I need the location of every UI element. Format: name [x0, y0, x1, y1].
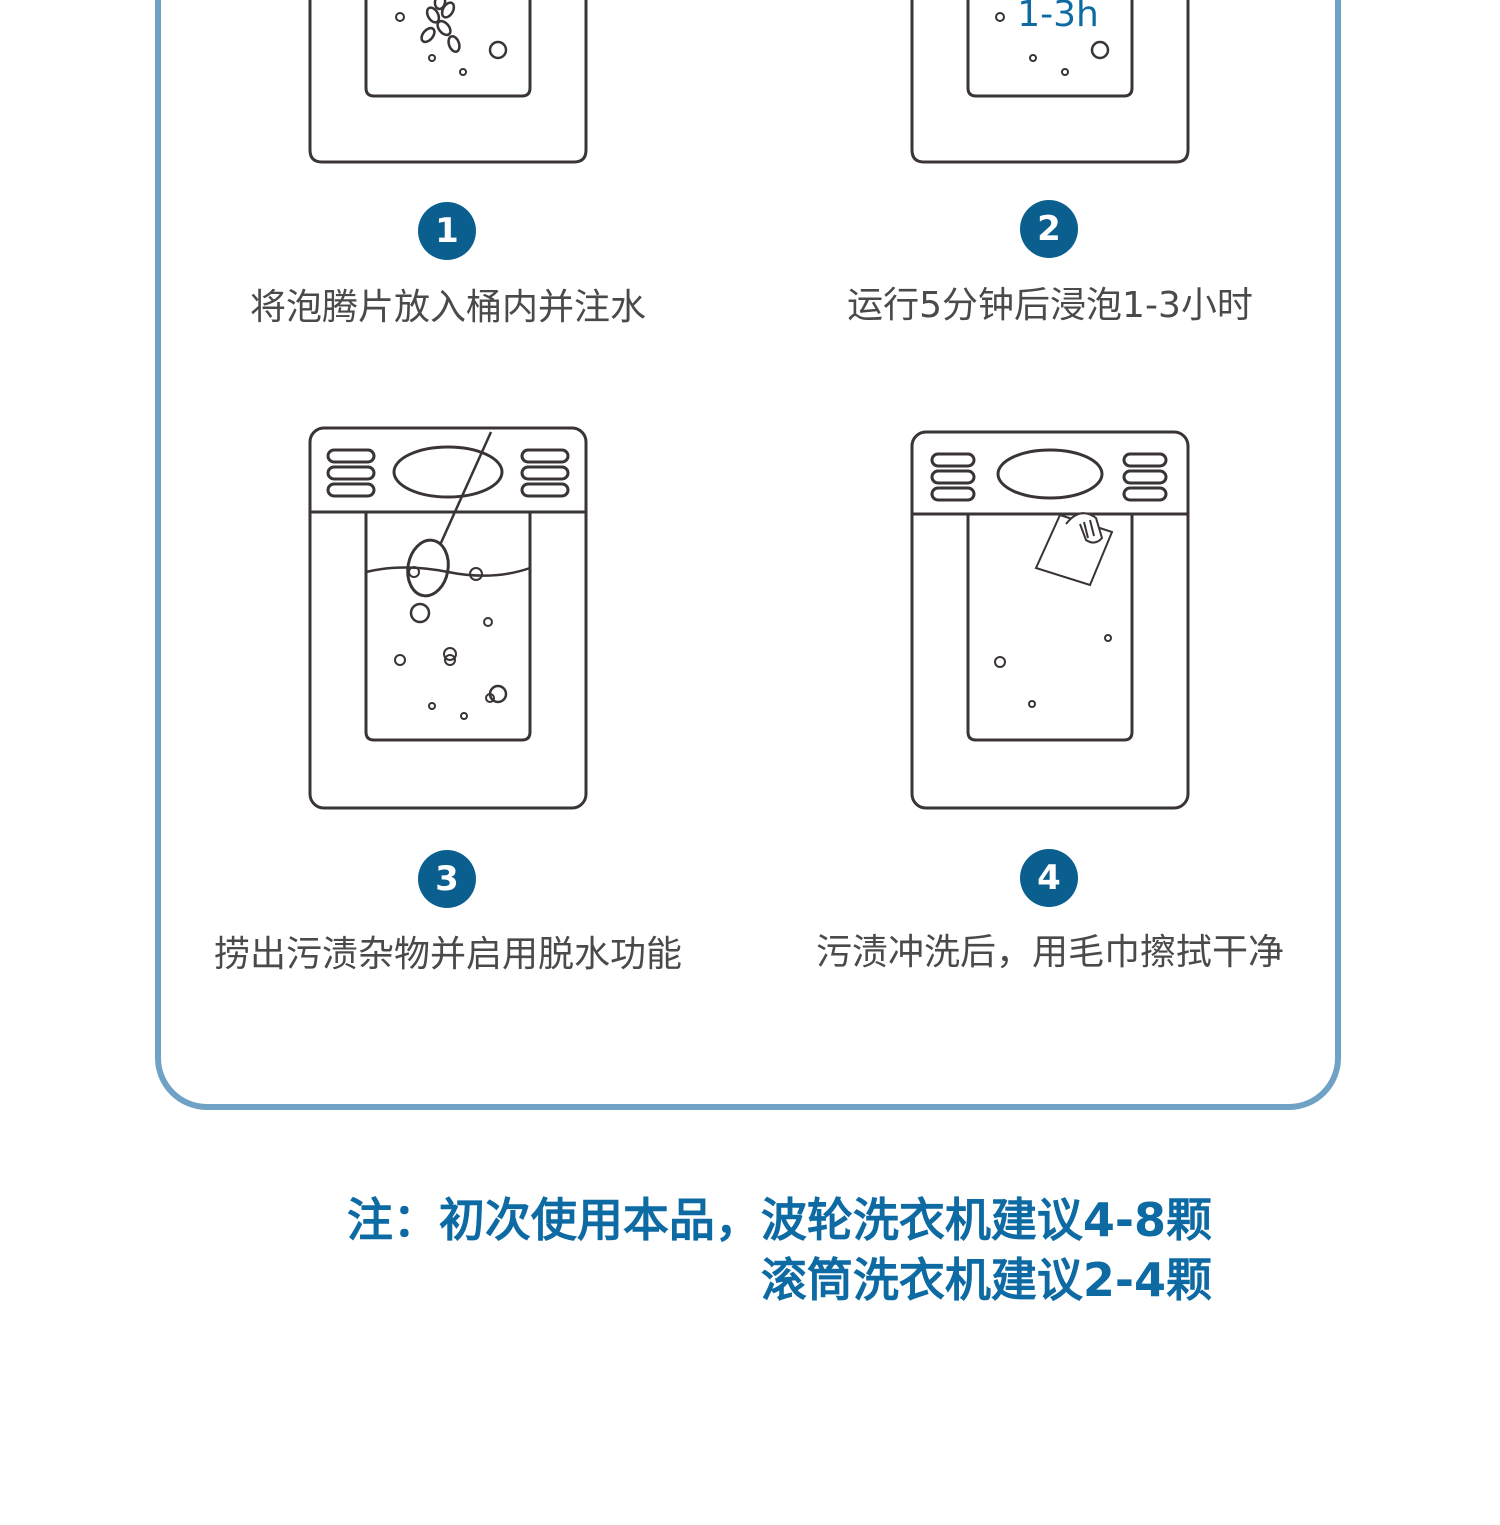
step-caption: 运行5分钟后浸泡1-3小时: [847, 285, 1253, 326]
step-caption: 污渍冲洗后，用毛巾擦拭干净: [815, 932, 1284, 973]
step-caption: 捞出污渍杂物并启用脱水功能: [213, 934, 682, 975]
note-line-2: 滚筒洗衣机建议2-4颗: [760, 1253, 1212, 1307]
washer-scooping-illustration: [308, 426, 588, 810]
step-4: 4 污渍冲洗后，用毛巾擦拭干净: [750, 420, 1350, 973]
step-number-badge: 3: [418, 850, 476, 908]
usage-note: 注：初次使用本品，波轮洗衣机建议4-8颗 滚筒洗衣机建议2-4颗: [200, 1190, 1212, 1310]
washer-wiping-illustration: [910, 430, 1190, 810]
instruction-panel: [155, 0, 1341, 1110]
step-number-badge: 2: [1020, 200, 1078, 258]
step-number-badge: 1: [418, 202, 476, 260]
soak-time-label: 1-3h: [1017, 0, 1099, 35]
washer-tablets-illustration: [308, 0, 588, 164]
step-3: 3 捞出污渍杂物并启用脱水功能: [148, 420, 748, 975]
note-line-1: 注：初次使用本品，波轮洗衣机建议4-8颗: [346, 1193, 1212, 1247]
towel-hand-icon: [1034, 512, 1114, 587]
step-number-badge: 4: [1020, 849, 1078, 907]
step-1: 1 将泡腾片放入桶内并注水: [148, 0, 748, 340]
step-caption: 将泡腾片放入桶内并注水: [249, 287, 646, 328]
step-2: 1-3h 2 运行5分钟后浸泡1-3小时: [750, 0, 1350, 340]
washer-soaking-illustration: 1-3h: [910, 0, 1190, 164]
